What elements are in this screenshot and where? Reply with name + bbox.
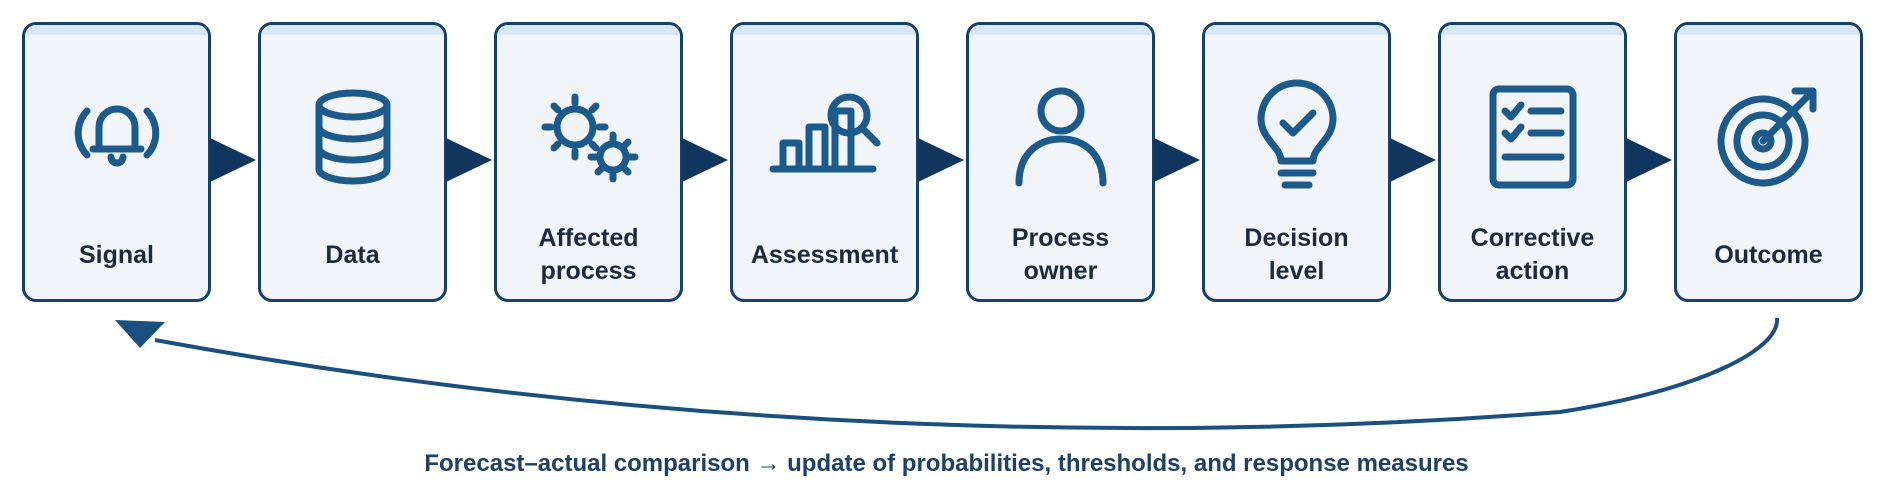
- flow-arrow: [1390, 138, 1436, 182]
- step-header-band: [1441, 25, 1624, 35]
- flow-arrow: [1626, 138, 1672, 182]
- step-header-band: [1205, 25, 1388, 35]
- step-header-band: [25, 25, 208, 35]
- bar-chart-magnifier-icon: [765, 77, 885, 197]
- flow-arrow: [1154, 138, 1200, 182]
- step-label: Corrective action: [1470, 224, 1595, 285]
- step-process-owner: Process owner: [966, 22, 1155, 302]
- step-assessment: Assessment: [730, 22, 919, 302]
- flow-arrow: [918, 138, 964, 182]
- bell-alert-icon: [57, 77, 177, 197]
- step-header-band: [497, 25, 680, 35]
- step-label: Decision level: [1244, 224, 1349, 285]
- person-icon: [1001, 77, 1121, 197]
- step-label: Assessment: [750, 240, 899, 269]
- step-label: Process owner: [1011, 224, 1110, 285]
- feedback-caption: Forecast–actual comparison → update of p…: [424, 450, 1469, 477]
- step-header-band: [1677, 25, 1860, 35]
- flow-arrow: [682, 138, 728, 182]
- flow-arrow: [210, 138, 256, 182]
- step-header-band: [969, 25, 1152, 35]
- flow-arrow: [446, 138, 492, 182]
- step-header-band: [733, 25, 916, 35]
- step-corrective-action: Corrective action: [1438, 22, 1627, 302]
- step-label: Outcome: [1714, 240, 1823, 269]
- step-data: Data: [258, 22, 447, 302]
- database-icon: [293, 77, 413, 197]
- gears-icon: [529, 77, 649, 197]
- step-label: Data: [325, 240, 380, 269]
- lightbulb-check-icon: [1237, 77, 1357, 197]
- step-outcome: Outcome: [1674, 22, 1863, 302]
- step-header-band: [261, 25, 444, 35]
- step-signal: Signal: [22, 22, 211, 302]
- step-affected-process: Affected process: [494, 22, 683, 302]
- step-decision-level: Decision level: [1202, 22, 1391, 302]
- checklist-icon: [1473, 77, 1593, 197]
- step-label: Affected process: [538, 224, 639, 285]
- step-label: Signal: [78, 240, 154, 269]
- target-arrow-icon: [1709, 77, 1829, 197]
